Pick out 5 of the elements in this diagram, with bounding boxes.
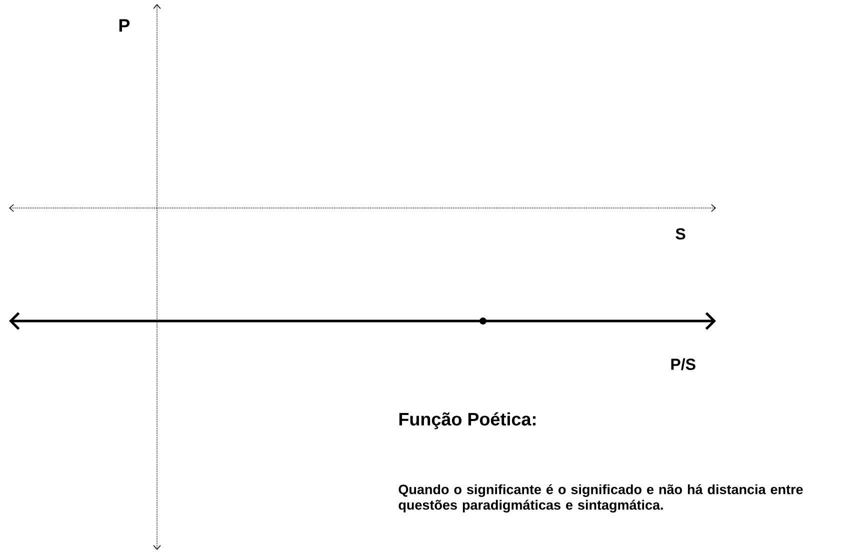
note-text: Quando o significante é o significado e não há distancia entre questões paradigmáticas e sintagmática. <box>398 484 803 512</box>
axis-label: P <box>119 19 130 32</box>
axis-label: P/S <box>671 358 696 370</box>
axis-label: S <box>676 228 686 240</box>
note-heading: Função Poética: <box>399 412 536 430</box>
